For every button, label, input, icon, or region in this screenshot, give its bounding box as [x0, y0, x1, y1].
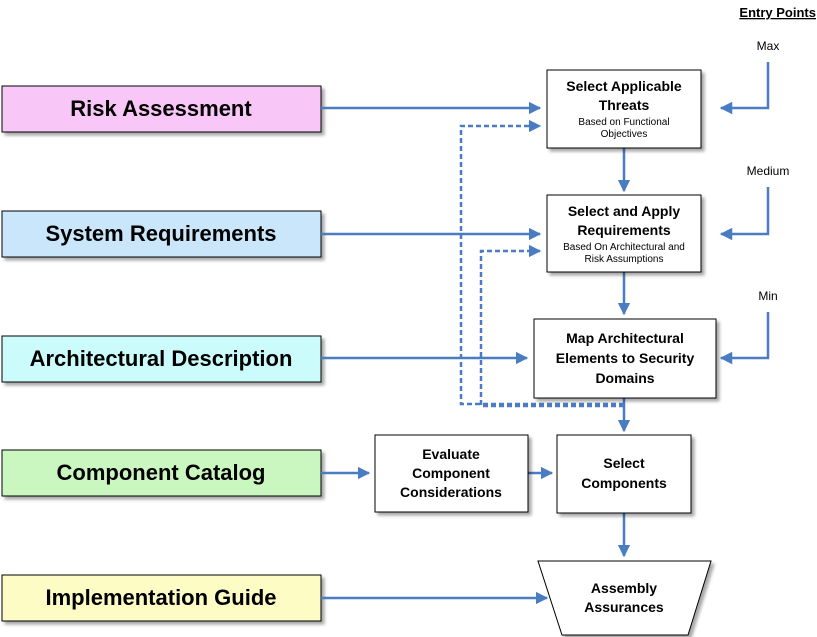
step-select-threats-line1: Select Applicable — [566, 78, 682, 94]
step-select-threats-sub1: Based on Functional — [578, 117, 669, 128]
input-architectural-description-label: Architectural Description — [30, 346, 293, 371]
entry-label-min: Min — [758, 289, 777, 303]
entry-label-max: Max — [757, 39, 780, 53]
input-system-requirements-label: System Requirements — [45, 221, 276, 246]
step-evaluate-component: Evaluate Component Considerations — [374, 434, 529, 513]
arrow-entry-min — [719, 312, 770, 365]
step-assembly-assurances: Assembly Assurances — [537, 560, 712, 636]
step-map-elements-line1: Map Architectural — [566, 330, 684, 346]
step-evaluate-component-line1: Evaluate — [422, 446, 480, 462]
input-implementation-guide-label: Implementation Guide — [45, 585, 276, 610]
input-architectural-description: Architectural Description — [1, 335, 322, 383]
arrow-entry-max — [719, 62, 770, 115]
dashed-feedback-to-threats — [459, 119, 624, 406]
entry-label-medium: Medium — [747, 164, 790, 178]
input-component-catalog: Component Catalog — [1, 449, 322, 497]
step-select-components: Select Components — [556, 434, 692, 514]
entry-points-title: Entry Points — [739, 5, 816, 20]
arrow-entry-medium — [719, 187, 770, 241]
connectors — [321, 62, 770, 605]
dashed-feedback-to-requirements — [479, 244, 624, 408]
step-map-elements: Map Architectural Elements to Security D… — [533, 318, 717, 399]
step-map-elements-line3: Domains — [595, 370, 654, 386]
step-assembly-assurances-line1: Assembly — [591, 580, 657, 596]
input-risk-assessment-label: Risk Assessment — [70, 96, 252, 121]
step-map-elements-line2: Elements to Security — [556, 350, 695, 366]
input-component-catalog-label: Component Catalog — [57, 460, 266, 485]
input-system-requirements: System Requirements — [1, 210, 322, 258]
step-evaluate-component-line3: Considerations — [400, 484, 502, 500]
step-select-requirements-line2: Requirements — [577, 222, 671, 238]
step-select-requirements-line1: Select and Apply — [568, 203, 681, 219]
step-select-requirements-sub2: Risk Assumptions — [585, 254, 664, 265]
input-implementation-guide: Implementation Guide — [1, 574, 322, 622]
input-risk-assessment: Risk Assessment — [1, 85, 322, 133]
step-select-threats-line2: Threats — [599, 97, 650, 113]
step-select-requirements: Select and Apply Requirements Based On A… — [546, 194, 702, 273]
step-select-threats: Select Applicable Threats Based on Funct… — [546, 69, 702, 149]
step-select-threats-sub2: Objectives — [601, 129, 648, 140]
step-select-requirements-sub1: Based On Architectural and — [563, 242, 685, 253]
step-assembly-assurances-line2: Assurances — [584, 599, 664, 615]
step-select-components-line1: Select — [603, 455, 645, 471]
step-evaluate-component-line2: Component — [412, 465, 490, 481]
step-select-components-line2: Components — [581, 475, 667, 491]
